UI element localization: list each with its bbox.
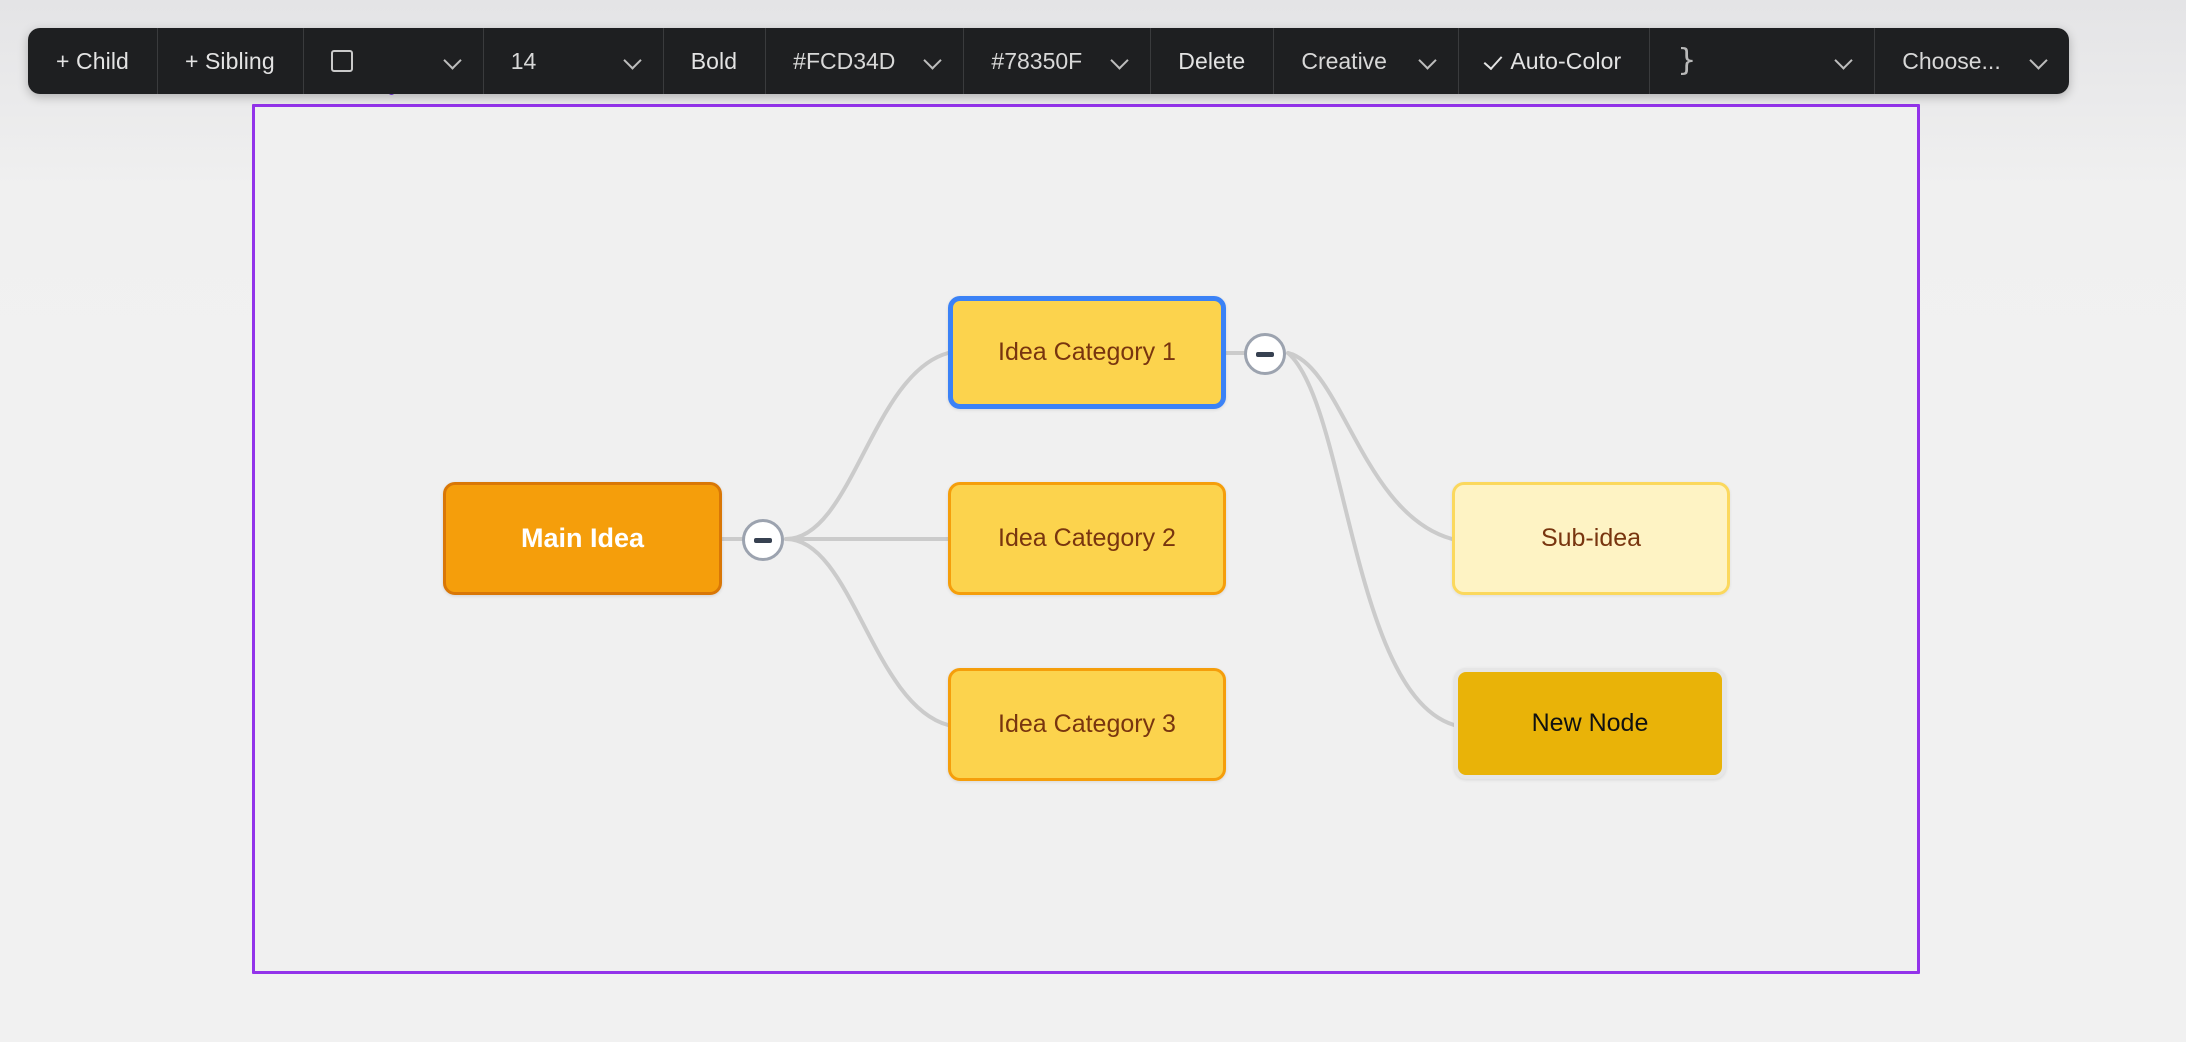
minus-icon bbox=[1256, 351, 1274, 357]
line-style-select[interactable]: } bbox=[1649, 28, 1874, 94]
auto-color-toggle[interactable]: Auto-Color bbox=[1458, 28, 1649, 94]
chevron-down-icon bbox=[625, 53, 641, 69]
fill-color-value: #FCD34D bbox=[793, 47, 896, 74]
toolbar-group-shape bbox=[302, 28, 483, 94]
delete-button[interactable]: Delete bbox=[1150, 28, 1273, 94]
toolbar-group-add-sibling: + Sibling bbox=[156, 28, 303, 94]
chevron-down-icon bbox=[1420, 53, 1436, 69]
chevron-down-icon bbox=[2031, 53, 2047, 69]
chevron-down-icon bbox=[1836, 53, 1852, 69]
text-color-select[interactable]: #78350F bbox=[963, 28, 1150, 94]
toolbar-group-theme: Creative bbox=[1273, 28, 1458, 94]
node-label: Idea Category 2 bbox=[998, 524, 1176, 552]
square-icon bbox=[330, 50, 353, 72]
choose-value: Choose... bbox=[1902, 47, 2001, 74]
node-label: Idea Category 1 bbox=[998, 338, 1176, 366]
toolbar-group-text-color: #78350F bbox=[963, 28, 1150, 94]
toolbar-group-add-child: + Child bbox=[28, 28, 157, 94]
mindmap-node-idea-category-3[interactable]: Idea Category 3 bbox=[948, 668, 1226, 781]
mindmap-node-idea-category-2[interactable]: Idea Category 2 bbox=[948, 482, 1226, 595]
toolbar-group-bold: Bold bbox=[662, 28, 765, 94]
curved-line-icon: } bbox=[1677, 43, 1697, 78]
toolbar-group-font-size: 14 bbox=[482, 28, 663, 94]
toolbar-group-line-style: } bbox=[1649, 28, 1874, 94]
add-sibling-label: + Sibling bbox=[184, 47, 275, 74]
toolbar-group-auto-color: Auto-Color bbox=[1458, 28, 1649, 94]
chevron-down-icon bbox=[445, 53, 461, 69]
mindmap-node-sub-idea[interactable]: Sub-idea bbox=[1452, 482, 1730, 595]
theme-value: Creative bbox=[1301, 47, 1387, 74]
node-label: Idea Category 3 bbox=[998, 710, 1176, 738]
check-icon bbox=[1486, 55, 1506, 67]
toolbar-group-fill-color: #FCD34D bbox=[765, 28, 963, 94]
bold-button[interactable]: Bold bbox=[663, 28, 765, 94]
choose-select[interactable]: Choose... bbox=[1874, 28, 2068, 94]
add-child-button[interactable]: + Child bbox=[28, 28, 157, 94]
shape-select[interactable] bbox=[303, 28, 483, 94]
fill-color-select[interactable]: #FCD34D bbox=[765, 28, 963, 94]
mindmap-node-new-node[interactable]: New Node bbox=[1454, 668, 1726, 779]
bold-label: Bold bbox=[690, 47, 738, 74]
font-size-value: 14 bbox=[510, 47, 537, 74]
chevron-down-icon bbox=[1112, 53, 1128, 69]
auto-color-label: Auto-Color bbox=[1510, 47, 1622, 74]
minus-icon bbox=[754, 537, 772, 543]
add-child-label: + Child bbox=[56, 47, 129, 74]
add-sibling-button[interactable]: + Sibling bbox=[157, 28, 303, 94]
toolbar-group-choose: Choose... bbox=[1874, 28, 2068, 94]
node-label: Sub-idea bbox=[1540, 524, 1642, 552]
collapse-toggle-root[interactable] bbox=[742, 519, 784, 561]
chevron-down-icon bbox=[925, 53, 941, 69]
mindmap-node-root[interactable]: Main Idea bbox=[443, 482, 722, 595]
toolbar-group-delete: Delete bbox=[1150, 28, 1273, 94]
font-size-select[interactable]: 14 bbox=[483, 28, 663, 94]
mindmap-node-idea-category-1[interactable]: Idea Category 1 bbox=[948, 296, 1226, 409]
theme-select[interactable]: Creative bbox=[1273, 28, 1458, 94]
editor-toolbar: + Child + Sibling 14 Bold bbox=[28, 28, 2069, 94]
node-label: New Node bbox=[1531, 709, 1649, 737]
node-label: Main Idea bbox=[520, 523, 645, 553]
delete-label: Delete bbox=[1178, 47, 1246, 74]
collapse-toggle-idea-category-1[interactable] bbox=[1244, 333, 1286, 375]
text-color-value: #78350F bbox=[991, 47, 1083, 74]
